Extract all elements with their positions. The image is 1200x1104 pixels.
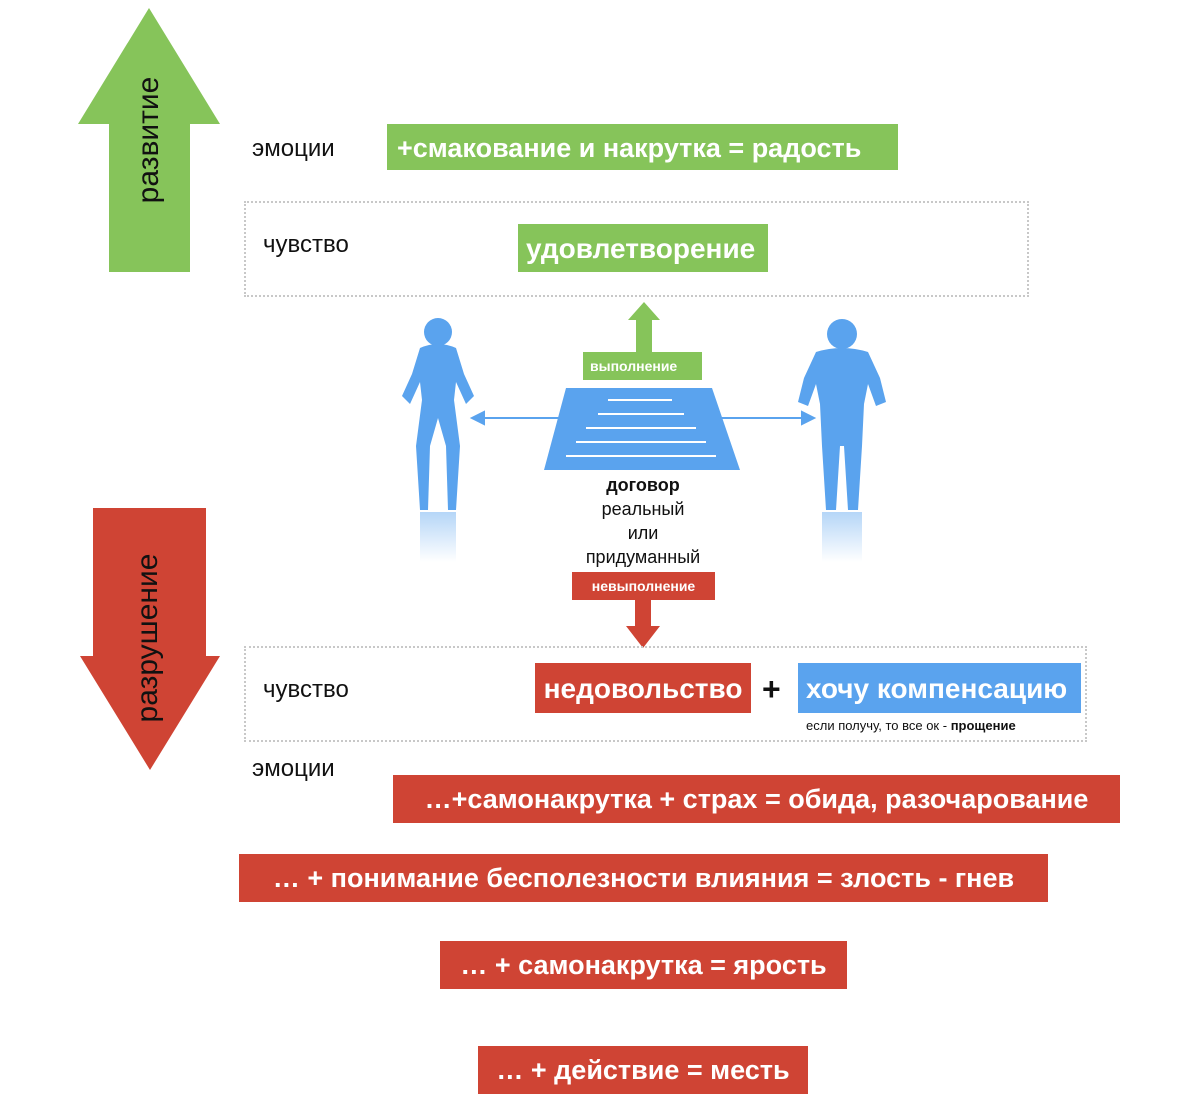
- destruction-arrow-label: разрушение: [131, 553, 164, 723]
- development-arrow-label: развитие: [132, 76, 165, 204]
- contract-line-1: реальный: [601, 499, 685, 519]
- bottom-emotions-label: эмоции: [252, 755, 335, 782]
- top-feeling-frame: [244, 201, 1029, 297]
- contract-title: договор: [606, 475, 680, 495]
- forgiveness-note: если получу, то все ок - прощение: [806, 718, 1016, 733]
- joy-emotion-box: +смакование и накрутка = радость: [387, 124, 898, 170]
- contract-line-3: придуманный: [585, 547, 701, 567]
- bottom-feeling-label: чувство: [263, 676, 349, 703]
- fulfillment-up-arrow-icon: [628, 302, 660, 352]
- left-person-icon: [402, 318, 474, 562]
- development-arrow: [78, 8, 220, 272]
- emotion-chain-item-rage: … + самонакрутка = ярость: [440, 941, 847, 989]
- forgiveness-note-bold: прощение: [950, 718, 1016, 733]
- emotion-chain-item-resentment: …+самонакрутка + страх = обида, разочаро…: [393, 775, 1120, 823]
- emotion-chain-item-revenge: … + действие = месть: [478, 1046, 808, 1094]
- contract-line-2: или: [627, 523, 659, 543]
- bottom-feeling-frame: [244, 646, 1087, 742]
- fulfillment-label: выполнение: [583, 352, 702, 380]
- forgiveness-note-prefix: если получу, то все ок -: [806, 718, 951, 733]
- right-person-icon: [798, 319, 886, 562]
- nonfulfillment-label: невыполнение: [572, 572, 715, 600]
- dissatisfaction-box: недовольство: [535, 663, 751, 713]
- contract-document-icon: [544, 388, 740, 470]
- top-feeling-label: чувство: [263, 231, 349, 258]
- nonfulfillment-down-arrow-icon: [626, 600, 660, 648]
- satisfaction-box: удовлетворение: [518, 224, 768, 272]
- compensation-box: хочу компенсацию: [798, 663, 1081, 713]
- top-emotions-label: эмоции: [252, 135, 335, 162]
- plus-sign: +: [762, 671, 781, 707]
- emotion-chain-item-anger: … + понимание бесполезности влияния = зл…: [239, 854, 1048, 902]
- destruction-arrow: [80, 508, 220, 770]
- contract-scene: [402, 302, 886, 562]
